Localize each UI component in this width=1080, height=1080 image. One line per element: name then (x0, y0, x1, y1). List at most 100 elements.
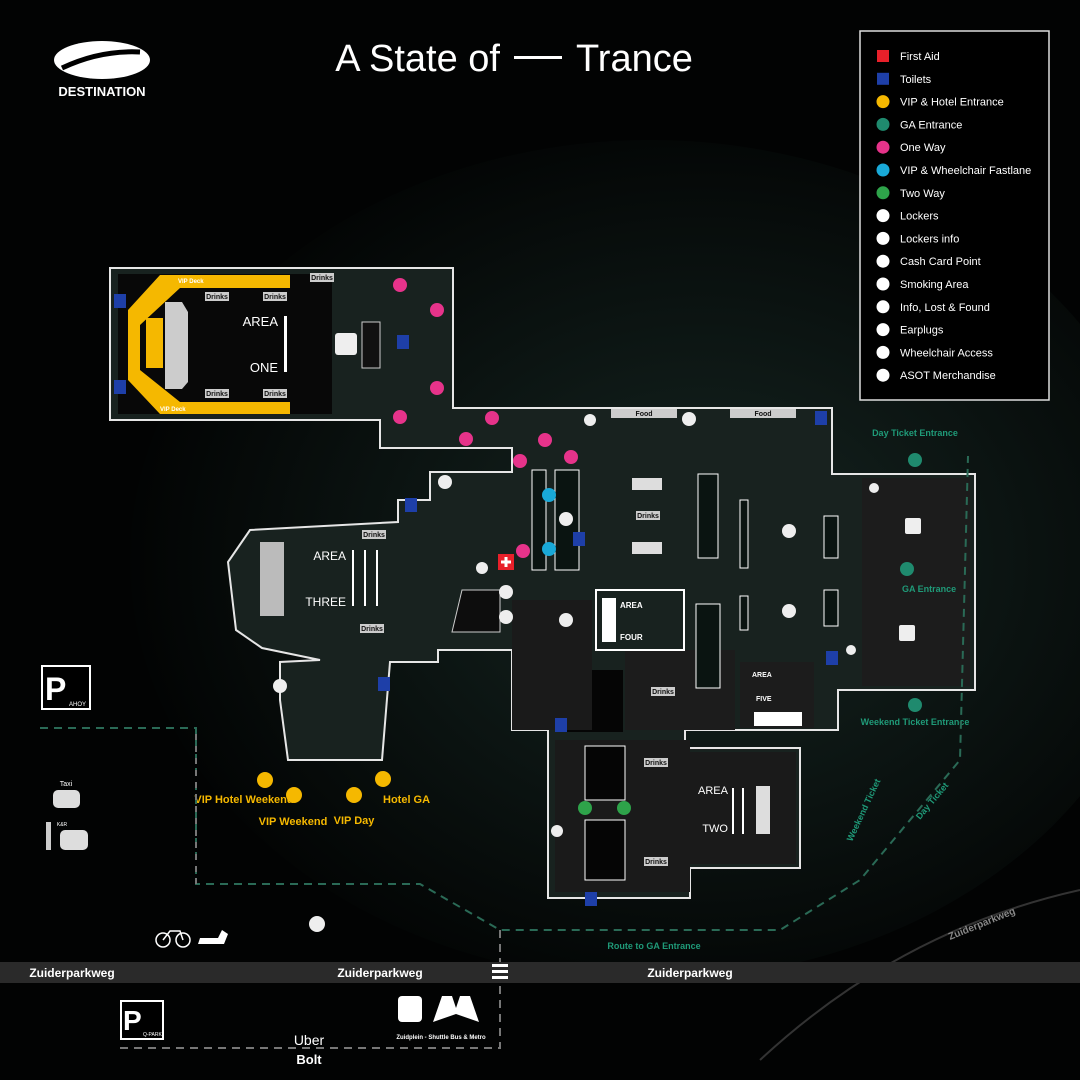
vip-weekend-label: VIP Weekend (259, 816, 328, 828)
euro-icon (682, 412, 696, 426)
info-booth (451, 589, 501, 633)
street-label: Zuiderparkweg (337, 966, 422, 980)
vip-entrance-icon[interactable] (257, 772, 273, 788)
person-icon (46, 822, 51, 850)
fastlane-icon (542, 488, 556, 556)
stage-five (754, 712, 802, 726)
corridor (512, 600, 592, 730)
drinks-label: Drinks (264, 391, 286, 398)
vip-entrance-icon[interactable] (286, 787, 302, 803)
parking-qpark[interactable]: P Q-PARK (120, 1000, 164, 1040)
metro-icon (433, 996, 479, 1022)
ga-entrance-arrow-icon[interactable] (900, 562, 914, 576)
key-icon (876, 209, 890, 223)
vip-deck-label: VIP Deck (160, 407, 186, 413)
legend-label: Two Way (900, 188, 945, 200)
smoking-icon (876, 277, 890, 291)
drinks-tags: Drinks Drinks Drinks Drinks Drinks Drink… (205, 273, 796, 866)
area-three: AREA THREE (260, 542, 501, 633)
legend-label: Toilets (900, 74, 932, 86)
vip-entrance-icon[interactable] (375, 771, 391, 787)
ga-entrance-arrow-icon[interactable] (908, 698, 922, 712)
legend-item: Toilets (877, 72, 932, 86)
smoking-icon (438, 475, 573, 627)
map-icons (114, 278, 921, 932)
bolt-logo: Bolt (296, 1052, 322, 1067)
info-icon (876, 300, 890, 314)
area-three-name: THREE (305, 595, 346, 609)
stage-four (602, 598, 616, 642)
arrow-right-icon (876, 163, 890, 177)
walking-routes (40, 455, 1080, 1061)
drinks-label: Drinks (311, 275, 333, 282)
entrance-hall (862, 478, 970, 686)
legend-label: Info, Lost & Found (900, 302, 990, 314)
ga-entrance-arrow-icon[interactable] (908, 453, 922, 467)
bar (732, 788, 734, 834)
seating (632, 478, 662, 490)
car-icon (60, 830, 88, 850)
ear-icon (476, 562, 488, 574)
drinks-label: Drinks (361, 626, 383, 633)
qpark-label: Q-PARK (143, 1032, 162, 1038)
vip-entrance-icon[interactable] (346, 787, 362, 803)
area-four-name: FOUR (620, 633, 643, 642)
legend-label: VIP & Hotel Entrance (900, 97, 1004, 109)
ear-icon (876, 323, 890, 337)
legend-label: ASOT Merchandise (900, 370, 996, 382)
parking-letter: P (123, 1005, 142, 1036)
key-icon (273, 524, 796, 693)
booth (739, 499, 749, 569)
venue-outline (109, 267, 976, 899)
shirt-icon (876, 368, 890, 382)
area-four-word: AREA (620, 601, 643, 610)
area-one-word: AREA (243, 314, 279, 329)
legend-label: Lockers (900, 211, 939, 223)
parking-ahoy[interactable]: P AHOY (41, 665, 91, 710)
scooter-icon (198, 930, 228, 944)
street-zuiderparkweg (0, 962, 1080, 983)
entrances: Day Ticket Entrance GA Entrance Weekend … (194, 428, 969, 828)
legend-item: Cash Card Point (876, 254, 981, 268)
wheelchair-icon (876, 345, 890, 359)
taxi-label: Taxi (60, 781, 73, 788)
uber-logo: Uber (294, 1032, 325, 1048)
legend-item: GA Entrance (876, 117, 962, 131)
drinks-label: Drinks (363, 532, 385, 539)
booth (531, 469, 547, 571)
bar (352, 550, 354, 606)
two-way-icon (876, 186, 890, 200)
bicycle-icon (155, 930, 191, 948)
stage-bar (284, 316, 287, 372)
booth (823, 589, 839, 627)
drinks-label: Drinks (637, 513, 659, 520)
area-two-word: AREA (698, 785, 729, 797)
legend-item: Two Way (876, 186, 945, 200)
destination-logo: DESTINATION (54, 41, 150, 99)
legend-item: ASOT Merchandise (876, 368, 996, 382)
hotel-ga-label: Hotel GA (383, 794, 430, 806)
legend-item: Smoking Area (876, 277, 969, 291)
arrow-down-icon (876, 95, 890, 109)
stage-one (165, 302, 188, 389)
legend-label: GA Entrance (900, 119, 962, 131)
wheelchair-icon (335, 333, 921, 641)
booth (739, 595, 749, 631)
booth (695, 603, 721, 689)
first-aid-icon (877, 50, 889, 62)
legend-item: Lockers (876, 209, 939, 223)
vip-deck-label: VIP Deck (178, 279, 204, 285)
area-five-word: AREA (752, 672, 772, 679)
lock-info-icon (876, 231, 890, 245)
vip-hotel-weekend-label: VIP Hotel Weekend (194, 794, 293, 806)
drinks-label: Drinks (264, 294, 286, 301)
shirt-icon (499, 610, 513, 624)
parking-letter: P (45, 671, 66, 707)
legend-label: Lockers info (900, 233, 959, 245)
legend-item: Wheelchair Access (876, 345, 993, 359)
kiss-ride-label: K&R (57, 822, 68, 828)
drinks-label: Drinks (206, 391, 228, 398)
legend-label: First Aid (900, 51, 940, 63)
food-label: Food (635, 411, 652, 418)
title-dash (514, 56, 562, 59)
